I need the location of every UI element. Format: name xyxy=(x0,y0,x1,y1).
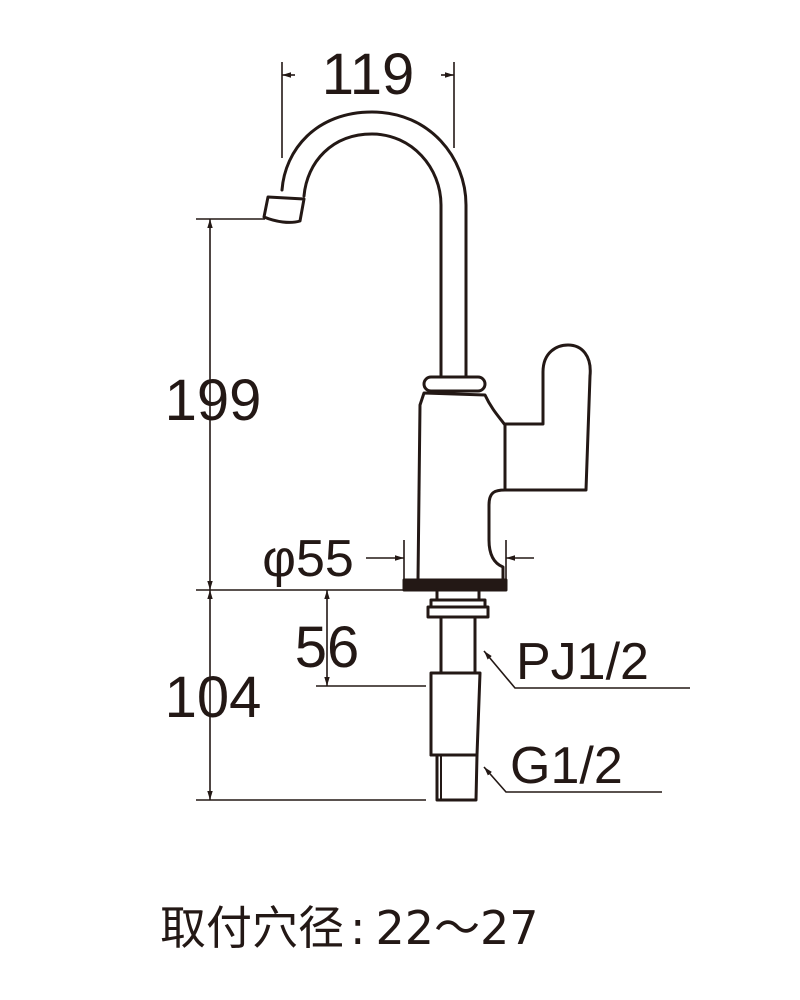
thread-label-g: G1/2 xyxy=(510,737,623,795)
mounting-hole-note: 取付穴径:22〜27 xyxy=(160,901,539,955)
mounting-nut xyxy=(426,598,490,619)
dimension-lines xyxy=(196,62,690,801)
lower-shank xyxy=(429,671,482,802)
thread-stem xyxy=(439,615,477,675)
faucet-body xyxy=(416,391,507,582)
mounting-hole-label: 取付穴径 xyxy=(160,901,344,955)
spout-inner xyxy=(302,132,443,379)
thread-label-pj: PJ1/2 xyxy=(516,633,649,691)
spout-collar xyxy=(422,375,487,393)
dim-label-119: 119 xyxy=(322,42,414,107)
dim-label-199: 199 xyxy=(165,368,262,433)
mounting-hole-value: 22〜27 xyxy=(376,901,539,955)
spout-outer xyxy=(280,110,468,379)
dim-label-56: 56 xyxy=(295,615,360,680)
aerator-tip xyxy=(262,195,306,224)
mounting-hole-separator: : xyxy=(350,901,366,955)
dim-label-104: 104 xyxy=(165,665,262,730)
leader-g xyxy=(483,766,662,793)
lever-handle xyxy=(503,343,592,492)
leader-pj xyxy=(483,650,690,689)
upper-shank xyxy=(435,588,481,602)
faucet-outline xyxy=(262,110,592,802)
dim-label-55: φ55 xyxy=(262,530,354,588)
